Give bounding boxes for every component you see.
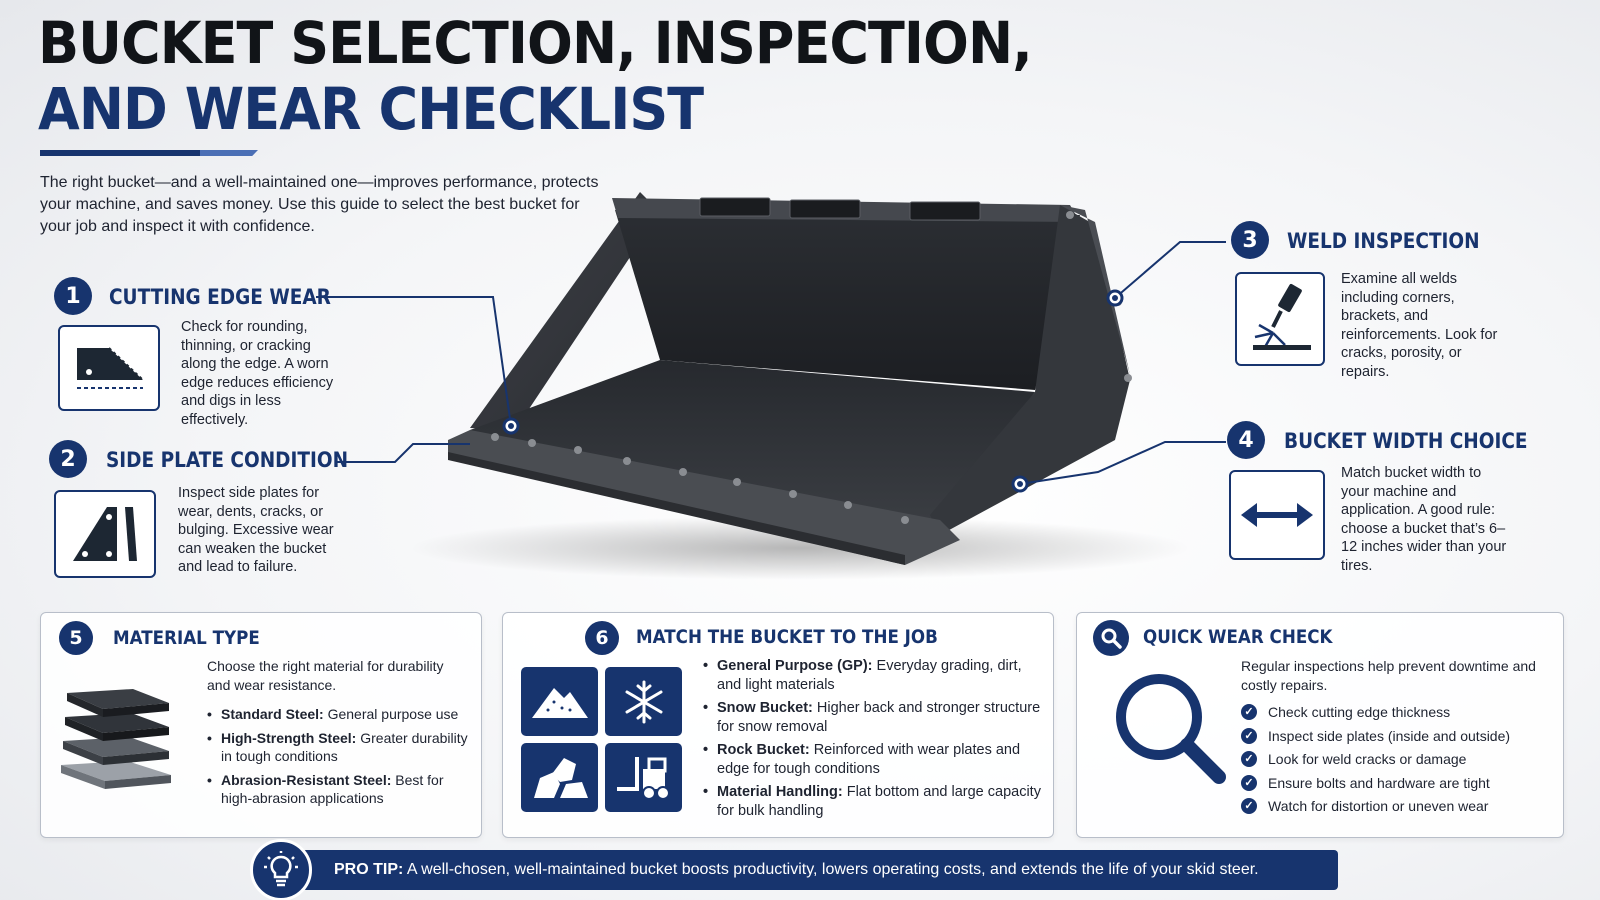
match-item-2: Snow Bucket: Higher back and stronger st… [703, 699, 1043, 736]
callout-1-heading: CUTTING EDGE WEAR [109, 285, 331, 309]
callout-2-badge: 2 [49, 440, 87, 478]
callout-4-text: Match bucket width to your machine and a… [1341, 465, 1507, 574]
check-item-5: Watch for distortion or uneven wear [1241, 797, 1551, 816]
pro-tip-text: A well-chosen, well-maintained bucket bo… [403, 861, 1259, 878]
check-item-4: Ensure bolts and hardware are tight [1241, 774, 1551, 793]
steel-plates-icon [61, 689, 171, 789]
material-item-2: High-Strength Steel: Greater durability … [207, 729, 473, 766]
side-plate-icon [54, 490, 156, 578]
page-title-line-1: BUCKET SELECTION, INSPECTION, [38, 9, 1033, 77]
quick-intro: Regular inspections help prevent downtim… [1241, 658, 1536, 693]
callout-1-text: Check for rounding, thinning, or crackin… [181, 319, 334, 428]
check-item-1: Check cutting edge thickness [1241, 703, 1551, 722]
quick-heading: QUICK WEAR CHECK [1143, 626, 1333, 648]
callout-4-heading: BUCKET WIDTH CHOICE [1284, 429, 1528, 453]
callout-3-heading: WELD INSPECTION [1287, 229, 1480, 253]
material-item-1: Standard Steel: General purpose use [207, 705, 473, 724]
intro-text: The right bucket—and a well-maintained o… [40, 174, 599, 235]
material-item-3: Abrasion-Resistant Steel: Best for high-… [207, 771, 473, 808]
match-item-3: Rock Bucket: Reinforced with wear plates… [703, 741, 1043, 778]
quick-checklist: Check cutting edge thickness Inspect sid… [1241, 703, 1551, 821]
cutting-edge-icon [58, 325, 160, 411]
check-item-2: Inspect side plates (inside and outside) [1241, 727, 1551, 746]
lightbulb-icon [250, 839, 312, 900]
callout-2-text: Inspect side plates for wear, dents, cra… [178, 485, 334, 576]
pro-tip-label: PRO TIP: [334, 861, 404, 878]
match-list: General Purpose (GP): Everyday grading, … [703, 657, 1043, 825]
pro-tip-banner: PRO TIP: A well-chosen, well-maintained … [302, 850, 1338, 890]
rocks-icon [521, 743, 598, 812]
callout-3-text: Examine all welds including corners, bra… [1341, 271, 1498, 380]
snowflake-icon [605, 667, 682, 736]
check-item-3: Look for weld cracks or damage [1241, 750, 1551, 769]
callout-3-badge: 3 [1231, 221, 1269, 259]
search-badge-icon [1093, 620, 1129, 656]
match-bucket-card: 6 MATCH THE BUCKET TO THE JOB General Pu… [502, 612, 1054, 838]
material-intro: Choose the right material for durability… [207, 658, 444, 693]
callout-2-heading: SIDE PLATE CONDITION [106, 448, 349, 472]
quick-wear-check-card: QUICK WEAR CHECK Regular inspections hel… [1076, 612, 1564, 838]
dirt-pile-icon [521, 667, 598, 736]
material-list: Standard Steel: General purpose use High… [207, 705, 473, 813]
material-type-card: 5 MATERIAL TYPE Choose the right materia… [40, 612, 482, 838]
title-underline [40, 150, 258, 156]
match-badge: 6 [585, 621, 619, 655]
width-arrows-icon [1229, 470, 1325, 560]
welding-icon [1235, 272, 1325, 366]
callout-4-badge: 4 [1227, 421, 1265, 459]
forklift-icon [605, 743, 682, 812]
material-badge: 5 [59, 621, 93, 655]
match-heading: MATCH THE BUCKET TO THE JOB [636, 626, 938, 648]
match-item-4: Material Handling: Flat bottom and large… [703, 783, 1043, 820]
callout-1-badge: 1 [54, 277, 92, 315]
material-heading: MATERIAL TYPE [113, 627, 260, 649]
page-title-line-2: AND WEAR CHECKLIST [38, 75, 704, 143]
magnifier-icon [1116, 674, 1226, 784]
match-item-1: General Purpose (GP): Everyday grading, … [703, 657, 1043, 694]
